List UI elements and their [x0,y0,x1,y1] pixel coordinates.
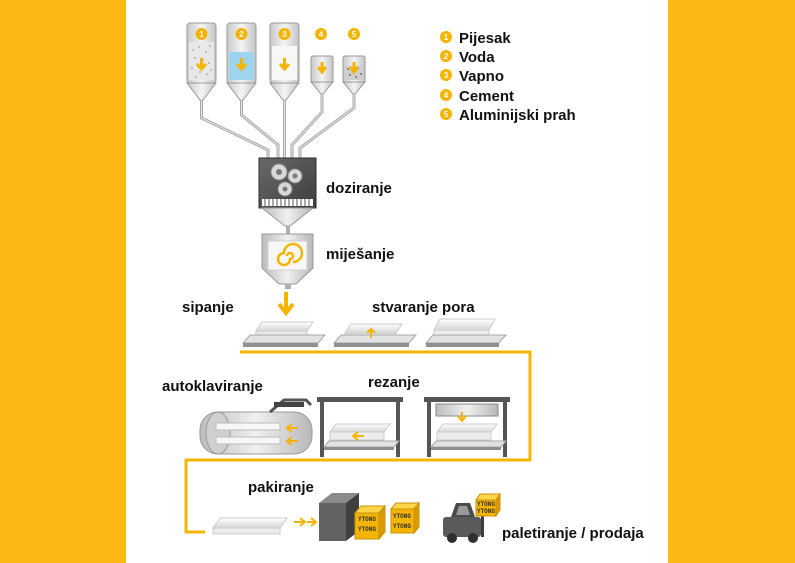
arrow-left-icon [285,436,298,446]
arrow-right-icon [294,517,307,527]
legend: 1 Pijesak 2 Voda 3 Vapno 4 Cement 5 [440,30,576,124]
box-brand-label: YTONG [358,526,376,533]
spiral-icon [276,242,304,267]
right-side-panel [668,0,795,563]
legend-item-1: 1 Pijesak [440,30,511,47]
box-brand-label: YTONG [358,516,376,523]
silo-badge-1 [195,28,208,40]
arrow-up-icon [366,327,376,338]
legend-number: 4 [444,91,449,100]
silo-number-3: 3 [282,30,287,39]
step-label-packing: pakiranje [248,479,314,496]
mold-risen [424,318,508,347]
silo-badge-3 [278,28,291,40]
autoclave [199,398,313,455]
step-label-palletizing: paletiranje / prodaja [502,525,644,542]
arrow-left-icon [285,423,298,433]
legend-label: Aluminijski prah [459,107,576,124]
silo-number-1: 1 [199,30,204,39]
silo-number-4: 4 [319,30,324,39]
silo-badge-2 [235,28,248,40]
arrow-right-icon [307,517,318,527]
packaged-box: YTONG YTONG [389,501,421,535]
box-brand-label: YTONG [477,508,495,515]
legend-item-2: 2 Voda [440,49,495,66]
step-label-mixing: miješanje [326,246,394,263]
legend-number: 3 [444,71,449,80]
legend-item-5: 5 Aluminijski prah [440,107,576,124]
mold-pouring [241,321,327,347]
arrow-down-icon [278,58,291,72]
cutting-station-1 [317,397,403,457]
arrow-down-icon [235,58,248,72]
silo-number-5: 5 [352,30,357,39]
dosing-machine [258,157,317,227]
packaged-box: YTONG YTONG [353,504,387,541]
silo-2: 2 [225,22,258,101]
silo-1: 1 [185,22,218,101]
packed-block-stack [212,517,288,535]
cutting-station-2 [424,397,510,457]
truck-icon: YTONG YTONG [443,492,501,543]
arrow-down-icon [457,412,467,423]
arrow-down-icon [195,58,208,72]
arrow-down-icon [277,292,295,317]
conveyor-flow-line [184,350,532,534]
silo-4: 4 [309,28,335,95]
arrow-down-icon [316,62,328,75]
box-brand-label: YTONG [477,501,495,508]
arrow-left-icon [351,431,364,441]
left-side-panel [0,0,126,563]
legend-label: Pijesak [459,30,511,47]
silo-badge-4 [315,28,327,40]
silo-number-2: 2 [239,30,244,39]
step-label-dosing: doziranje [326,180,392,197]
legend-label: Voda [459,49,495,66]
gear-icon [270,163,303,197]
arrow-down-icon [348,62,360,75]
silo-3: 3 [268,22,301,101]
legend-item-3: 3 Vapno [440,68,504,85]
step-label-autoclaving: autoklaviranje [162,378,263,395]
mixer [261,226,314,289]
packing-machine [307,493,359,541]
silo-badge-5 [348,28,360,40]
legend-number: 5 [444,110,449,119]
legend-label: Vapno [459,68,504,85]
step-label-pouring: sipanje [182,299,234,316]
legend-number: 2 [444,52,449,61]
step-label-pore-forming: stvaranje pora [372,299,475,316]
mold-pore-forming [332,323,418,347]
step-label-cutting: rezanje [368,374,420,391]
legend-item-4: 4 Cement [440,88,514,105]
box-brand-label: YTONG [393,523,411,530]
silo-5: 5 [341,28,367,95]
box-brand-label: YTONG [393,513,411,520]
legend-label: Cement [459,88,514,105]
legend-number: 1 [444,33,449,42]
